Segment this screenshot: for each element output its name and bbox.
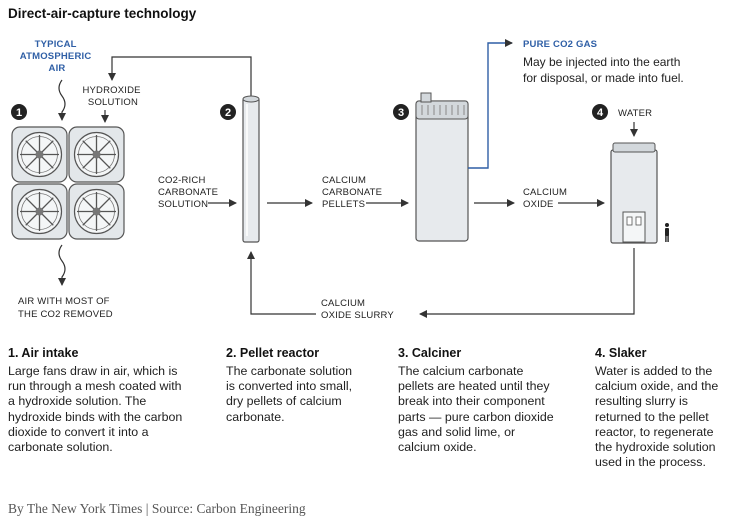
svg-text:3: 3 [398, 107, 404, 119]
calciner [415, 92, 469, 242]
air-removed-label: AIR WITH MOST OF THE CO2 REMOVED [18, 296, 113, 320]
air-out-arrow [58, 244, 66, 286]
air-intake-fans [11, 126, 125, 240]
process-diagram: 1 2 3 4 TYPICAL ATMOSPHERIC AIR HYDROXID… [11, 39, 684, 321]
step-badge-1: 1 [11, 104, 27, 120]
step-2-description: 2. Pellet reactor The carbonate solution… [226, 346, 356, 425]
slurry-return-line [419, 248, 635, 318]
calcium-oxide-label: CALCIUM OXIDE [523, 187, 570, 210]
svg-text:2: 2 [225, 107, 231, 119]
co2-gas-outlet [468, 39, 513, 169]
step-4-heading: 4. Slaker [595, 346, 647, 360]
step-3-description: 3. Calciner The calcium carbonate pellet… [398, 346, 558, 455]
calcium-oxide-slurry-label: CALCIUM OXIDE SLURRY [321, 298, 394, 321]
svg-text:4: 4 [597, 107, 604, 119]
slaker [610, 142, 658, 244]
svg-text:1: 1 [16, 107, 22, 119]
step-4-body: Water is added to the calcium oxide, and… [595, 364, 719, 470]
step-1-body: Large fans draw in air, which is run thr… [8, 364, 183, 455]
step-3-body: The calcium carbonate pellets are heated… [398, 364, 554, 455]
step-badge-2: 2 [220, 104, 236, 120]
source-credit: By The New York Times | Source: Carbon E… [8, 501, 306, 516]
water-label: WATER [618, 108, 652, 119]
step-2-heading: 2. Pellet reactor [226, 346, 320, 360]
pellet-reactor [242, 95, 260, 243]
diagram-title: Direct-air-capture technology [8, 6, 197, 21]
step-2-body: The carbonate solution is converted into… [226, 364, 353, 424]
pure-co2-note: May be injected into the earth for dispo… [523, 55, 684, 85]
step-4-description: 4. Slaker Water is added to the calcium … [595, 346, 725, 470]
step-3-heading: 3. Calciner [398, 346, 462, 360]
typical-air-label: TYPICAL ATMOSPHERIC AIR [20, 39, 95, 74]
step-badge-3: 3 [393, 104, 409, 120]
hydroxide-solution-label: HYDROXIDE SOLUTION [82, 85, 143, 108]
hydroxide-return-line [108, 56, 252, 96]
step-badge-4: 4 [592, 104, 608, 120]
air-in-arrow [58, 79, 66, 121]
pure-co2-label: PURE CO2 GAS [523, 39, 597, 50]
step-1-description: 1. Air intake Large fans draw in air, wh… [8, 346, 183, 455]
step-1-heading: 1. Air intake [8, 346, 79, 360]
calcium-carbonate-pellets-label: CALCIUM CARBONATE PELLETS [322, 175, 385, 210]
person-scale-icon [665, 223, 669, 242]
slurry-to-reactor-line [247, 251, 316, 315]
co2-rich-label: CO2-RICH CARBONATE SOLUTION [158, 175, 221, 210]
